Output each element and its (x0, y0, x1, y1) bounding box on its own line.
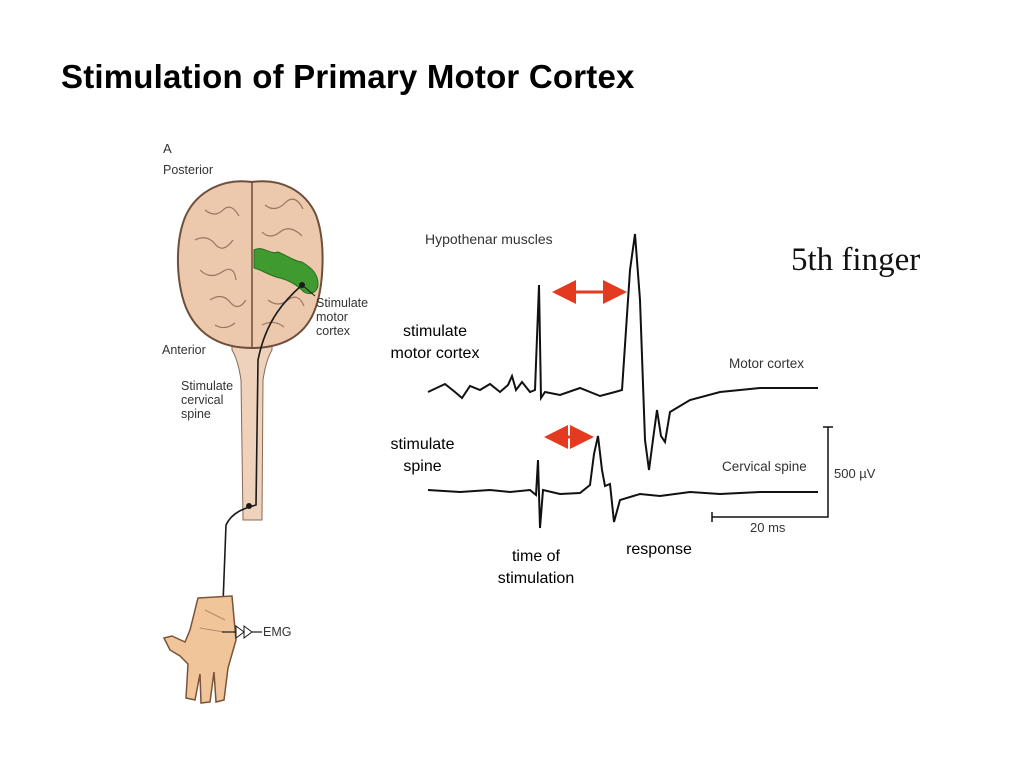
scale-bar (712, 427, 829, 518)
annotation-time-of-stimulation: time of stimulation (497, 548, 575, 587)
stimulate-motor-cortex-figure-label: Stimulate motor cortex (316, 296, 369, 338)
panel-letter: A (163, 141, 172, 156)
spinal-cord (231, 329, 273, 521)
motor-cortex-trace (427, 233, 818, 471)
scale-voltage-label: 500 µV (834, 466, 876, 481)
brain-illustration (176, 180, 324, 350)
trace-cervical-spine-label: Cervical spine (722, 459, 807, 474)
trace-motor-cortex-label: Motor cortex (729, 356, 805, 371)
trace-header: Hypothenar muscles (425, 231, 553, 247)
hand-illustration (162, 595, 262, 704)
annotation-stimulate-motor-cortex: stimulate motor cortex (380, 321, 490, 365)
slide-title: Stimulation of Primary Motor Cortex (61, 58, 635, 95)
emg-label: EMG (263, 625, 292, 639)
cervical-spine-trace (427, 435, 818, 529)
annotation-response: response (626, 541, 692, 558)
scale-time-label: 20 ms (750, 520, 786, 535)
annotation-stimulate-spine: stimulate spine (380, 434, 465, 478)
stimulate-cervical-spine-figure-label: Stimulate cervical spine (181, 379, 234, 421)
posterior-label: Posterior (163, 163, 214, 177)
finger-label: 5th finger (791, 242, 921, 278)
emg-traces (427, 233, 833, 529)
anterior-label: Anterior (162, 343, 206, 357)
